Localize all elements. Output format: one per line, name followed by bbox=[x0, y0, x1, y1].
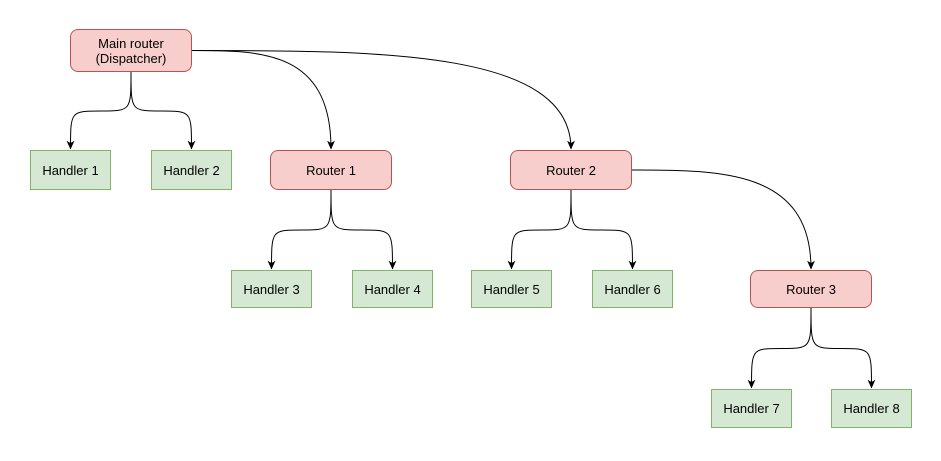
node-router-1: Router 1 bbox=[270, 150, 392, 190]
node-handler-8: Handler 8 bbox=[831, 389, 912, 428]
node-handler-7: Handler 7 bbox=[711, 389, 792, 428]
node-router-2: Router 2 bbox=[510, 150, 632, 190]
edge-r2-to-r3 bbox=[631, 169, 815, 270]
edge-main-to-r2 bbox=[191, 50, 575, 150]
node-router-3: Router 3 bbox=[750, 270, 872, 308]
edge-r1-to-h3 bbox=[267, 189, 332, 270]
edge-r2-to-h6 bbox=[570, 189, 637, 270]
node-handler-1: Handler 1 bbox=[30, 150, 111, 190]
edge-r3-to-h8 bbox=[810, 307, 876, 389]
edge-r3-to-h7 bbox=[747, 307, 812, 389]
node-handler-3: Handler 3 bbox=[231, 270, 312, 308]
node-main-router-dispatcher: Main router (Dispatcher) bbox=[70, 29, 192, 72]
node-handler-2: Handler 2 bbox=[151, 150, 232, 190]
node-handler-6: Handler 6 bbox=[592, 270, 673, 308]
edge-r1-to-h4 bbox=[330, 189, 397, 270]
node-handler-5: Handler 5 bbox=[471, 270, 552, 308]
edge-main-to-r1 bbox=[191, 50, 335, 150]
node-handler-4: Handler 4 bbox=[352, 270, 433, 308]
edge-main-to-h1 bbox=[66, 71, 132, 150]
edge-main-to-h2 bbox=[130, 71, 196, 150]
edge-r2-to-h5 bbox=[507, 189, 572, 270]
